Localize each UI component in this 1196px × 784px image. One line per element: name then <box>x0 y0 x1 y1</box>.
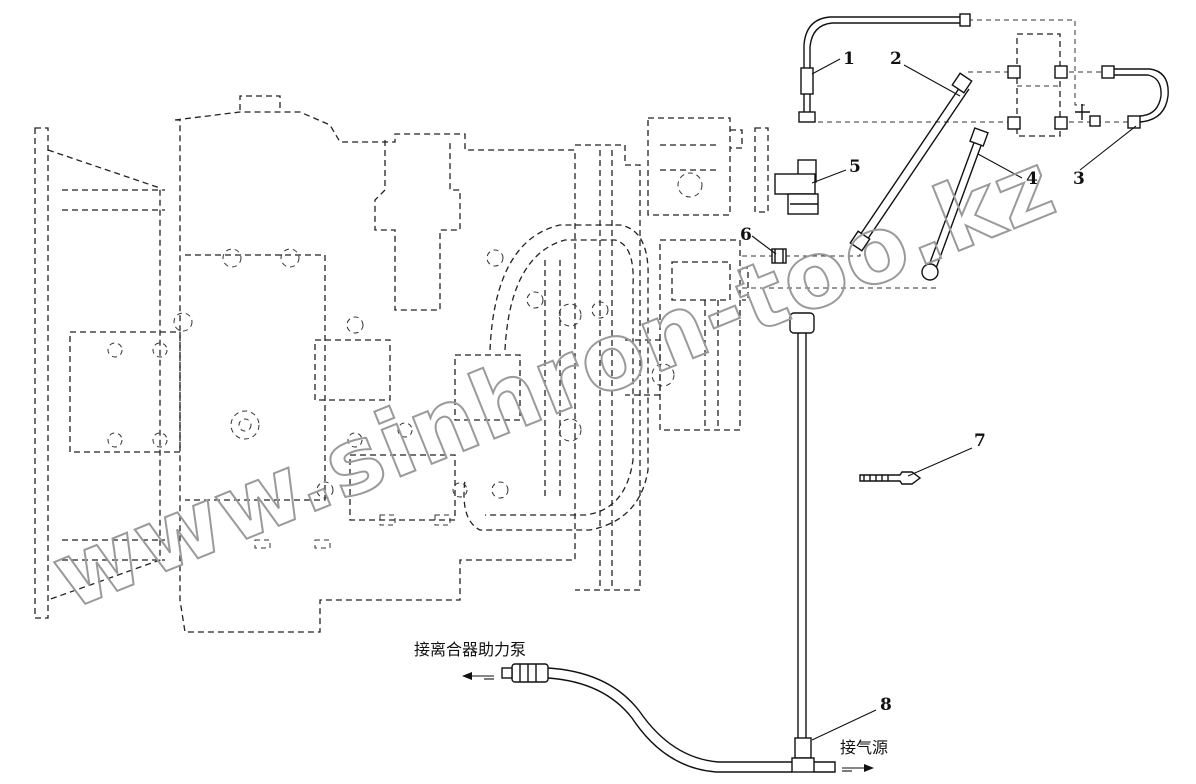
label-air-source: 接气源 <box>840 738 888 757</box>
watermark: www.sinhron-too.kz <box>37 129 1071 631</box>
callout-5: 5 <box>849 157 861 177</box>
leader-lines <box>751 58 1137 741</box>
pipe-4 <box>921 127 989 281</box>
pipe-1 <box>798 13 971 123</box>
pipe-2 <box>849 72 973 252</box>
callout-2: 2 <box>890 49 902 69</box>
fitting-7 <box>859 471 922 485</box>
dual-valve-block <box>1007 33 1101 137</box>
tee-fitting-5 <box>774 159 819 215</box>
watermark-text: www.sinhron-too.kz <box>38 130 1070 630</box>
callout-labels: 1 2 3 4 5 6 7 8 <box>740 49 1085 715</box>
callout-7: 7 <box>974 431 986 451</box>
pipe-8 <box>501 312 836 773</box>
connection-labels: 接离合器助力泵 接气源 <box>414 640 888 772</box>
callout-8: 8 <box>880 695 892 715</box>
fitting-6 <box>771 248 787 264</box>
callout-1: 1 <box>843 49 855 69</box>
pipe-3 <box>1101 65 1169 129</box>
label-clutch-pump: 接离合器助力泵 <box>414 640 526 659</box>
callout-6: 6 <box>740 225 752 245</box>
arrow-clutch-pump-head <box>462 672 472 680</box>
transmission-housing <box>34 95 649 633</box>
valve-assembly <box>625 117 769 431</box>
callout-3: 3 <box>1073 169 1085 189</box>
callout-4: 4 <box>1026 169 1038 189</box>
arrow-air-source-head <box>864 764 874 772</box>
